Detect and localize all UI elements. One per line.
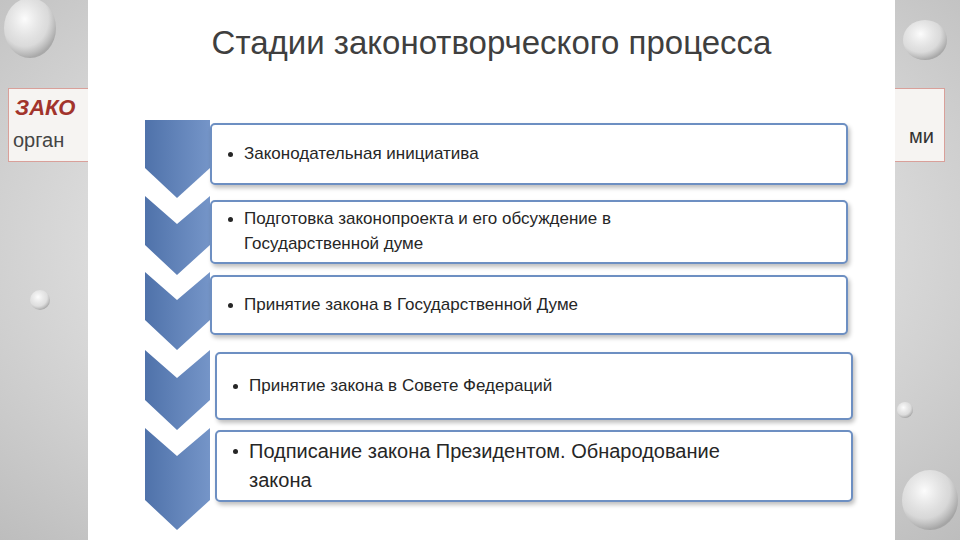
stage-text: Подписание закона Президентом. Обнародов… <box>249 437 769 495</box>
stage-box: Принятие закона в Совете Федераций <box>215 352 853 420</box>
stage-text: Подготовка законопроекта и его обсуждени… <box>244 207 714 256</box>
bullet-dot <box>228 217 233 222</box>
stage-text: Принятие закона в Совете Федераций <box>249 374 552 399</box>
box-text: ми <box>909 125 934 148</box>
chevron <box>145 120 210 198</box>
stage-box: Законодательная инициатива <box>210 123 848 185</box>
box-text: ЗАКО <box>15 95 75 121</box>
chevron <box>145 350 210 430</box>
slide-title: Стадии законотворческого процесса <box>88 24 895 62</box>
bullet-dot <box>228 303 233 308</box>
stage-text: Законодательная инициатива <box>244 142 479 167</box>
stage-box: Подписание закона Президентом. Обнародов… <box>215 430 853 502</box>
chevron <box>145 196 210 275</box>
stage-box: Подготовка законопроекта и его обсуждени… <box>210 200 848 264</box>
chevron <box>145 272 210 350</box>
box-text: орган <box>13 129 64 152</box>
bullet-dot <box>233 384 238 389</box>
droplet <box>897 402 913 418</box>
droplet <box>30 290 50 310</box>
chevron <box>145 428 210 530</box>
stage-box: Принятие закона в Государственной Думе <box>210 275 848 335</box>
droplet <box>903 20 947 60</box>
bullet-dot <box>228 152 233 157</box>
droplet <box>902 470 958 530</box>
stage-text: Принятие закона в Государственной Думе <box>244 293 578 318</box>
droplet <box>4 0 56 58</box>
bullet-dot <box>233 449 238 454</box>
